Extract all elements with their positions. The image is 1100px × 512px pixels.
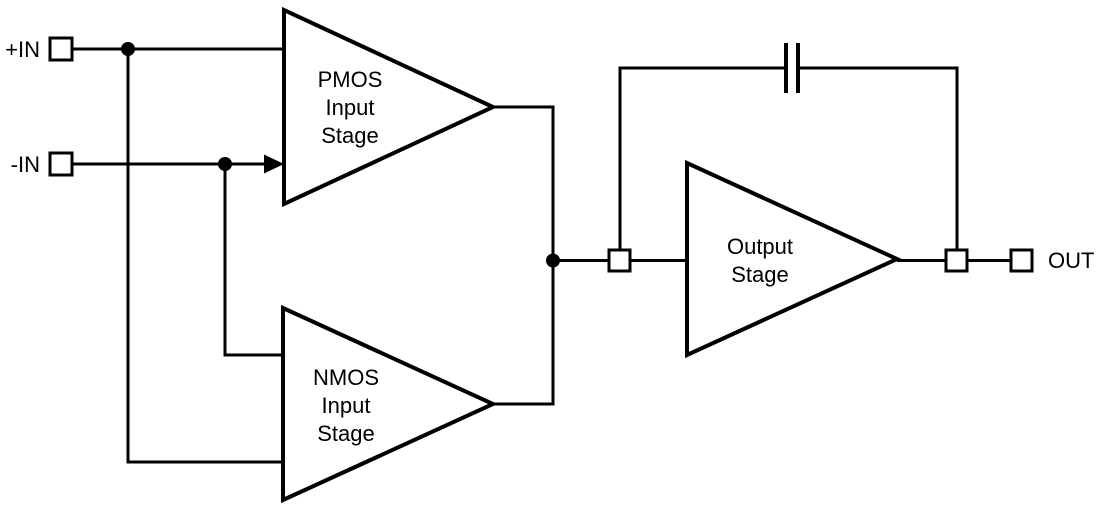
- nmos-input-stage-triangle: [281, 304, 498, 504]
- plus-in-terminal-square: [48, 36, 74, 62]
- output-stage-label-line2: Stage: [731, 262, 789, 287]
- output-stage-label: Output Stage: [690, 233, 830, 289]
- nmos-stage-label: NMOS Input Stage: [276, 364, 416, 448]
- wire-minus-in-branch-to-nmos: [223, 164, 283, 357]
- nmos-stage-label-line1: NMOS: [313, 365, 379, 390]
- wire-feedback-right: [798, 66, 959, 250]
- junction-dot-bus: [546, 253, 560, 268]
- output-stage-triangle: [685, 159, 902, 359]
- pmos-stage-label-line3: Stage: [321, 123, 379, 148]
- minus-in-label: -IN: [10, 152, 40, 177]
- nmos-stage-label-line2: Input: [321, 393, 371, 418]
- wire-input-stage-output-bus: [493, 105, 555, 406]
- junction-dot-minus-in: [218, 157, 232, 171]
- wire-plus-in-branch-to-nmos: [126, 49, 283, 464]
- amplifier-blocks: [281, 6, 902, 504]
- pmos-stage-label: PMOS Input Stage: [280, 66, 420, 150]
- minus-in-terminal-square: [48, 151, 74, 177]
- out-terminal-square: [1009, 248, 1034, 273]
- feedback-capacitor-icon: [784, 43, 800, 93]
- pmos-stage-label-line1: PMOS: [317, 67, 383, 92]
- plus-in-label: +IN: [5, 37, 40, 62]
- terminal-squares: [48, 36, 1034, 273]
- junction-dot-plus-in: [121, 42, 135, 56]
- output-stage-label-line1: Output: [726, 234, 794, 259]
- wire-feedback-left: [618, 66, 786, 250]
- pmos-stage-label-line2: Input: [325, 95, 375, 120]
- minus-in-arrowhead-icon: [264, 154, 284, 174]
- junction-dots: [121, 42, 560, 268]
- output-stage-output-square: [944, 248, 969, 273]
- pmos-input-stage-triangle: [282, 6, 498, 208]
- nmos-stage-label-line3: Stage: [317, 421, 375, 446]
- output-stage-input-square: [607, 248, 632, 273]
- out-label: OUT: [1048, 248, 1095, 273]
